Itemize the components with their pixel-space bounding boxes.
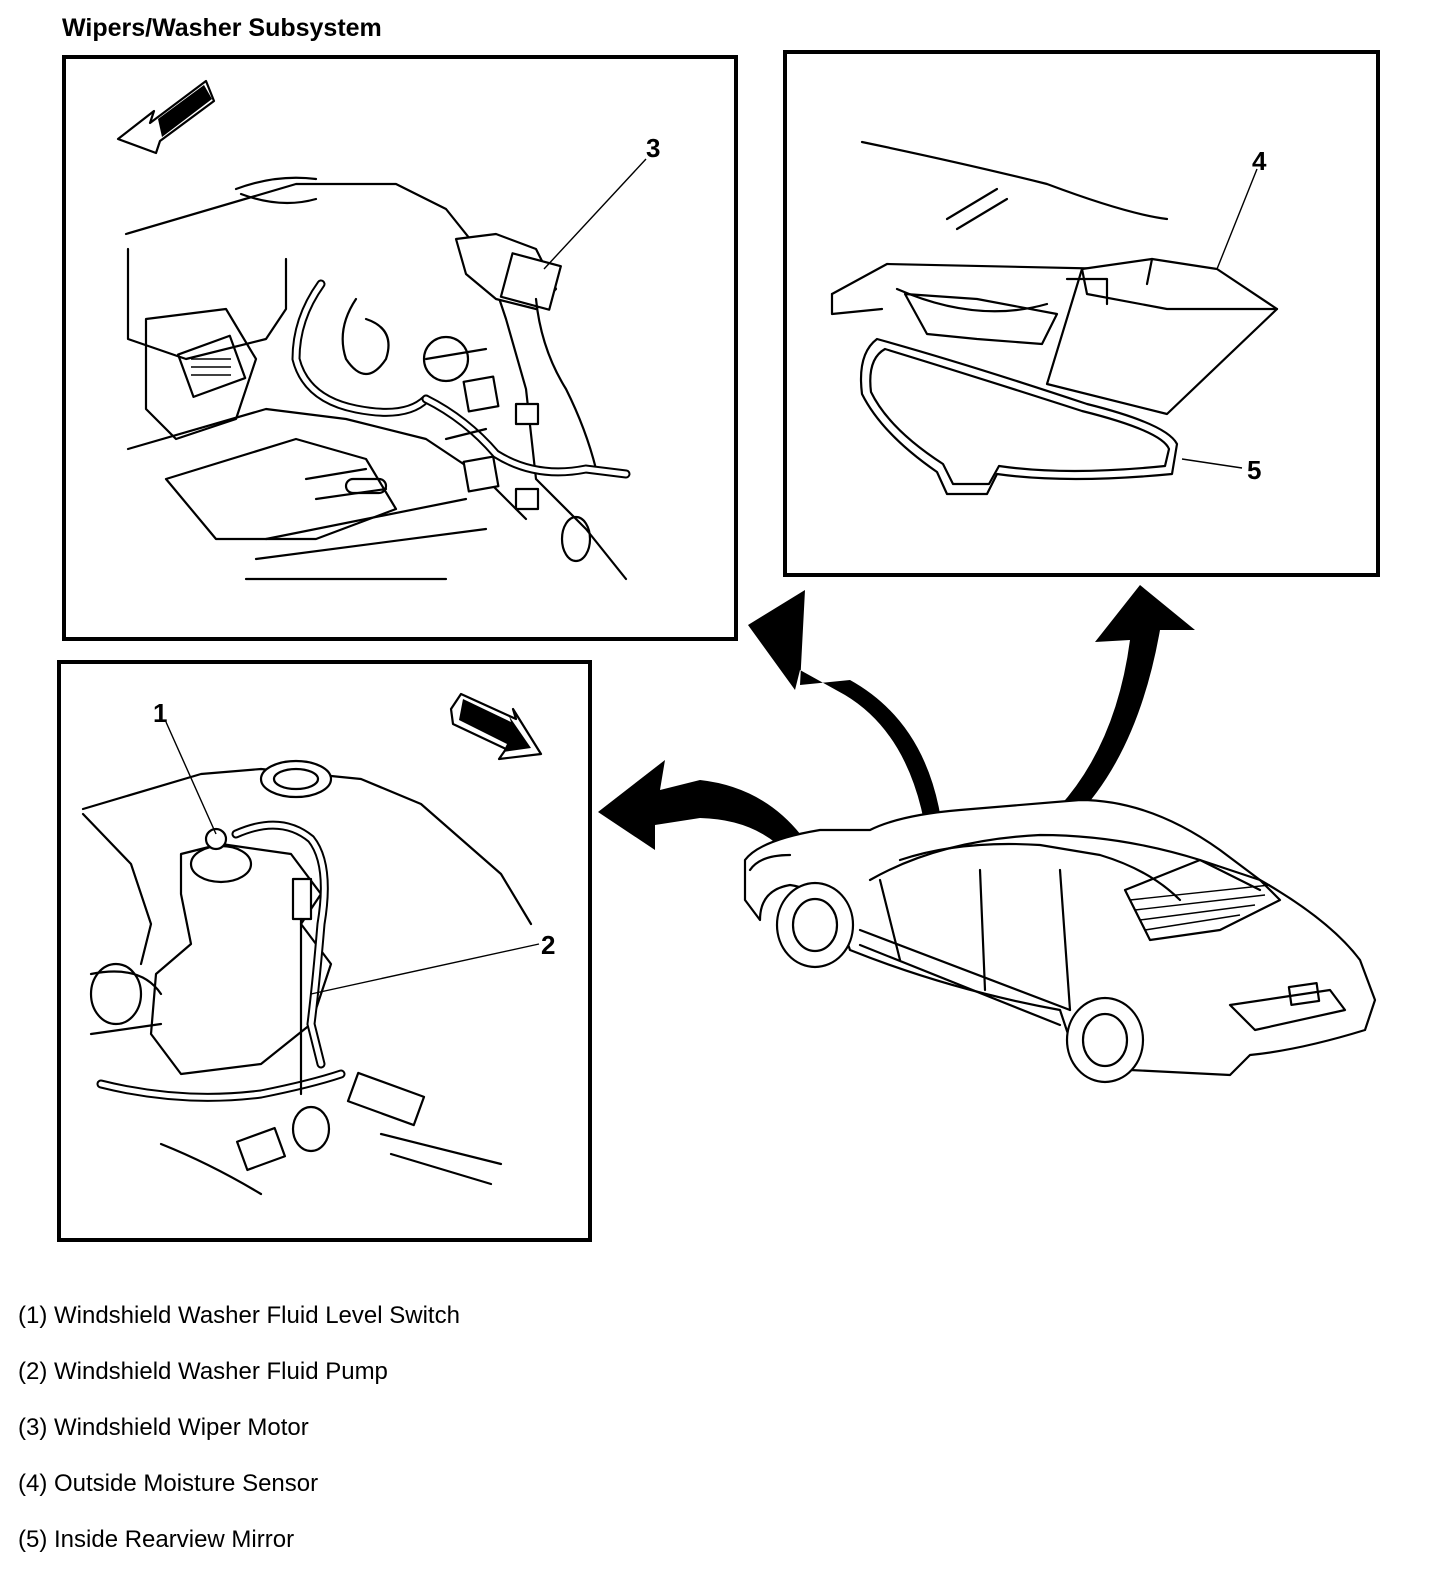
arrow-to-mirror-icon xyxy=(1000,585,1195,860)
component-legend: (1) Windshield Washer Fluid Level Switch… xyxy=(18,1296,460,1576)
mirror-illustration: 4 5 xyxy=(830,140,1279,496)
legend-item-inside-rearview-mirror: (5) Inside Rearview Mirror xyxy=(18,1526,295,1553)
mirror-detail-panel: 4 5 xyxy=(783,50,1380,577)
engine-bay-detail-panel: 3 xyxy=(62,55,738,641)
washer-fluid-reservoir xyxy=(149,827,333,1076)
diagram-title: Wipers/Washer Subsystem xyxy=(62,14,382,42)
legend-item-wiper-motor: (3) Windshield Wiper Motor xyxy=(18,1414,309,1441)
callout-5: 5 xyxy=(1247,455,1261,485)
callout-2: 2 xyxy=(541,930,555,960)
legend-item-washer-fluid-pump: (2) Windshield Washer Fluid Pump xyxy=(18,1358,388,1385)
vehicle-body xyxy=(743,798,1377,1077)
callout-1: 1 xyxy=(153,698,167,728)
legend-item-outside-moisture-sensor: (4) Outside Moisture Sensor xyxy=(18,1470,319,1497)
moisture-sensor xyxy=(1045,257,1279,416)
rearward-direction-arrow-icon xyxy=(449,692,543,761)
rear-wheel xyxy=(1065,996,1145,1084)
callout-4: 4 xyxy=(1252,146,1267,176)
rearview-mirror xyxy=(859,337,1179,496)
washer-reservoir-illustration: 1 2 xyxy=(81,692,555,1196)
arrow-to-reservoir-icon xyxy=(598,760,830,890)
front-wheel xyxy=(775,881,855,969)
washer-reservoir-detail-panel: 1 2 xyxy=(57,660,592,1242)
arrow-to-engine-bay-icon xyxy=(748,590,945,865)
forward-direction-arrow-icon xyxy=(116,79,216,155)
legend-item-washer-fluid-level-switch: (1) Windshield Washer Fluid Level Switch xyxy=(18,1302,460,1329)
engine-bay-illustration: 3 xyxy=(116,79,660,581)
callout-3: 3 xyxy=(646,133,660,163)
